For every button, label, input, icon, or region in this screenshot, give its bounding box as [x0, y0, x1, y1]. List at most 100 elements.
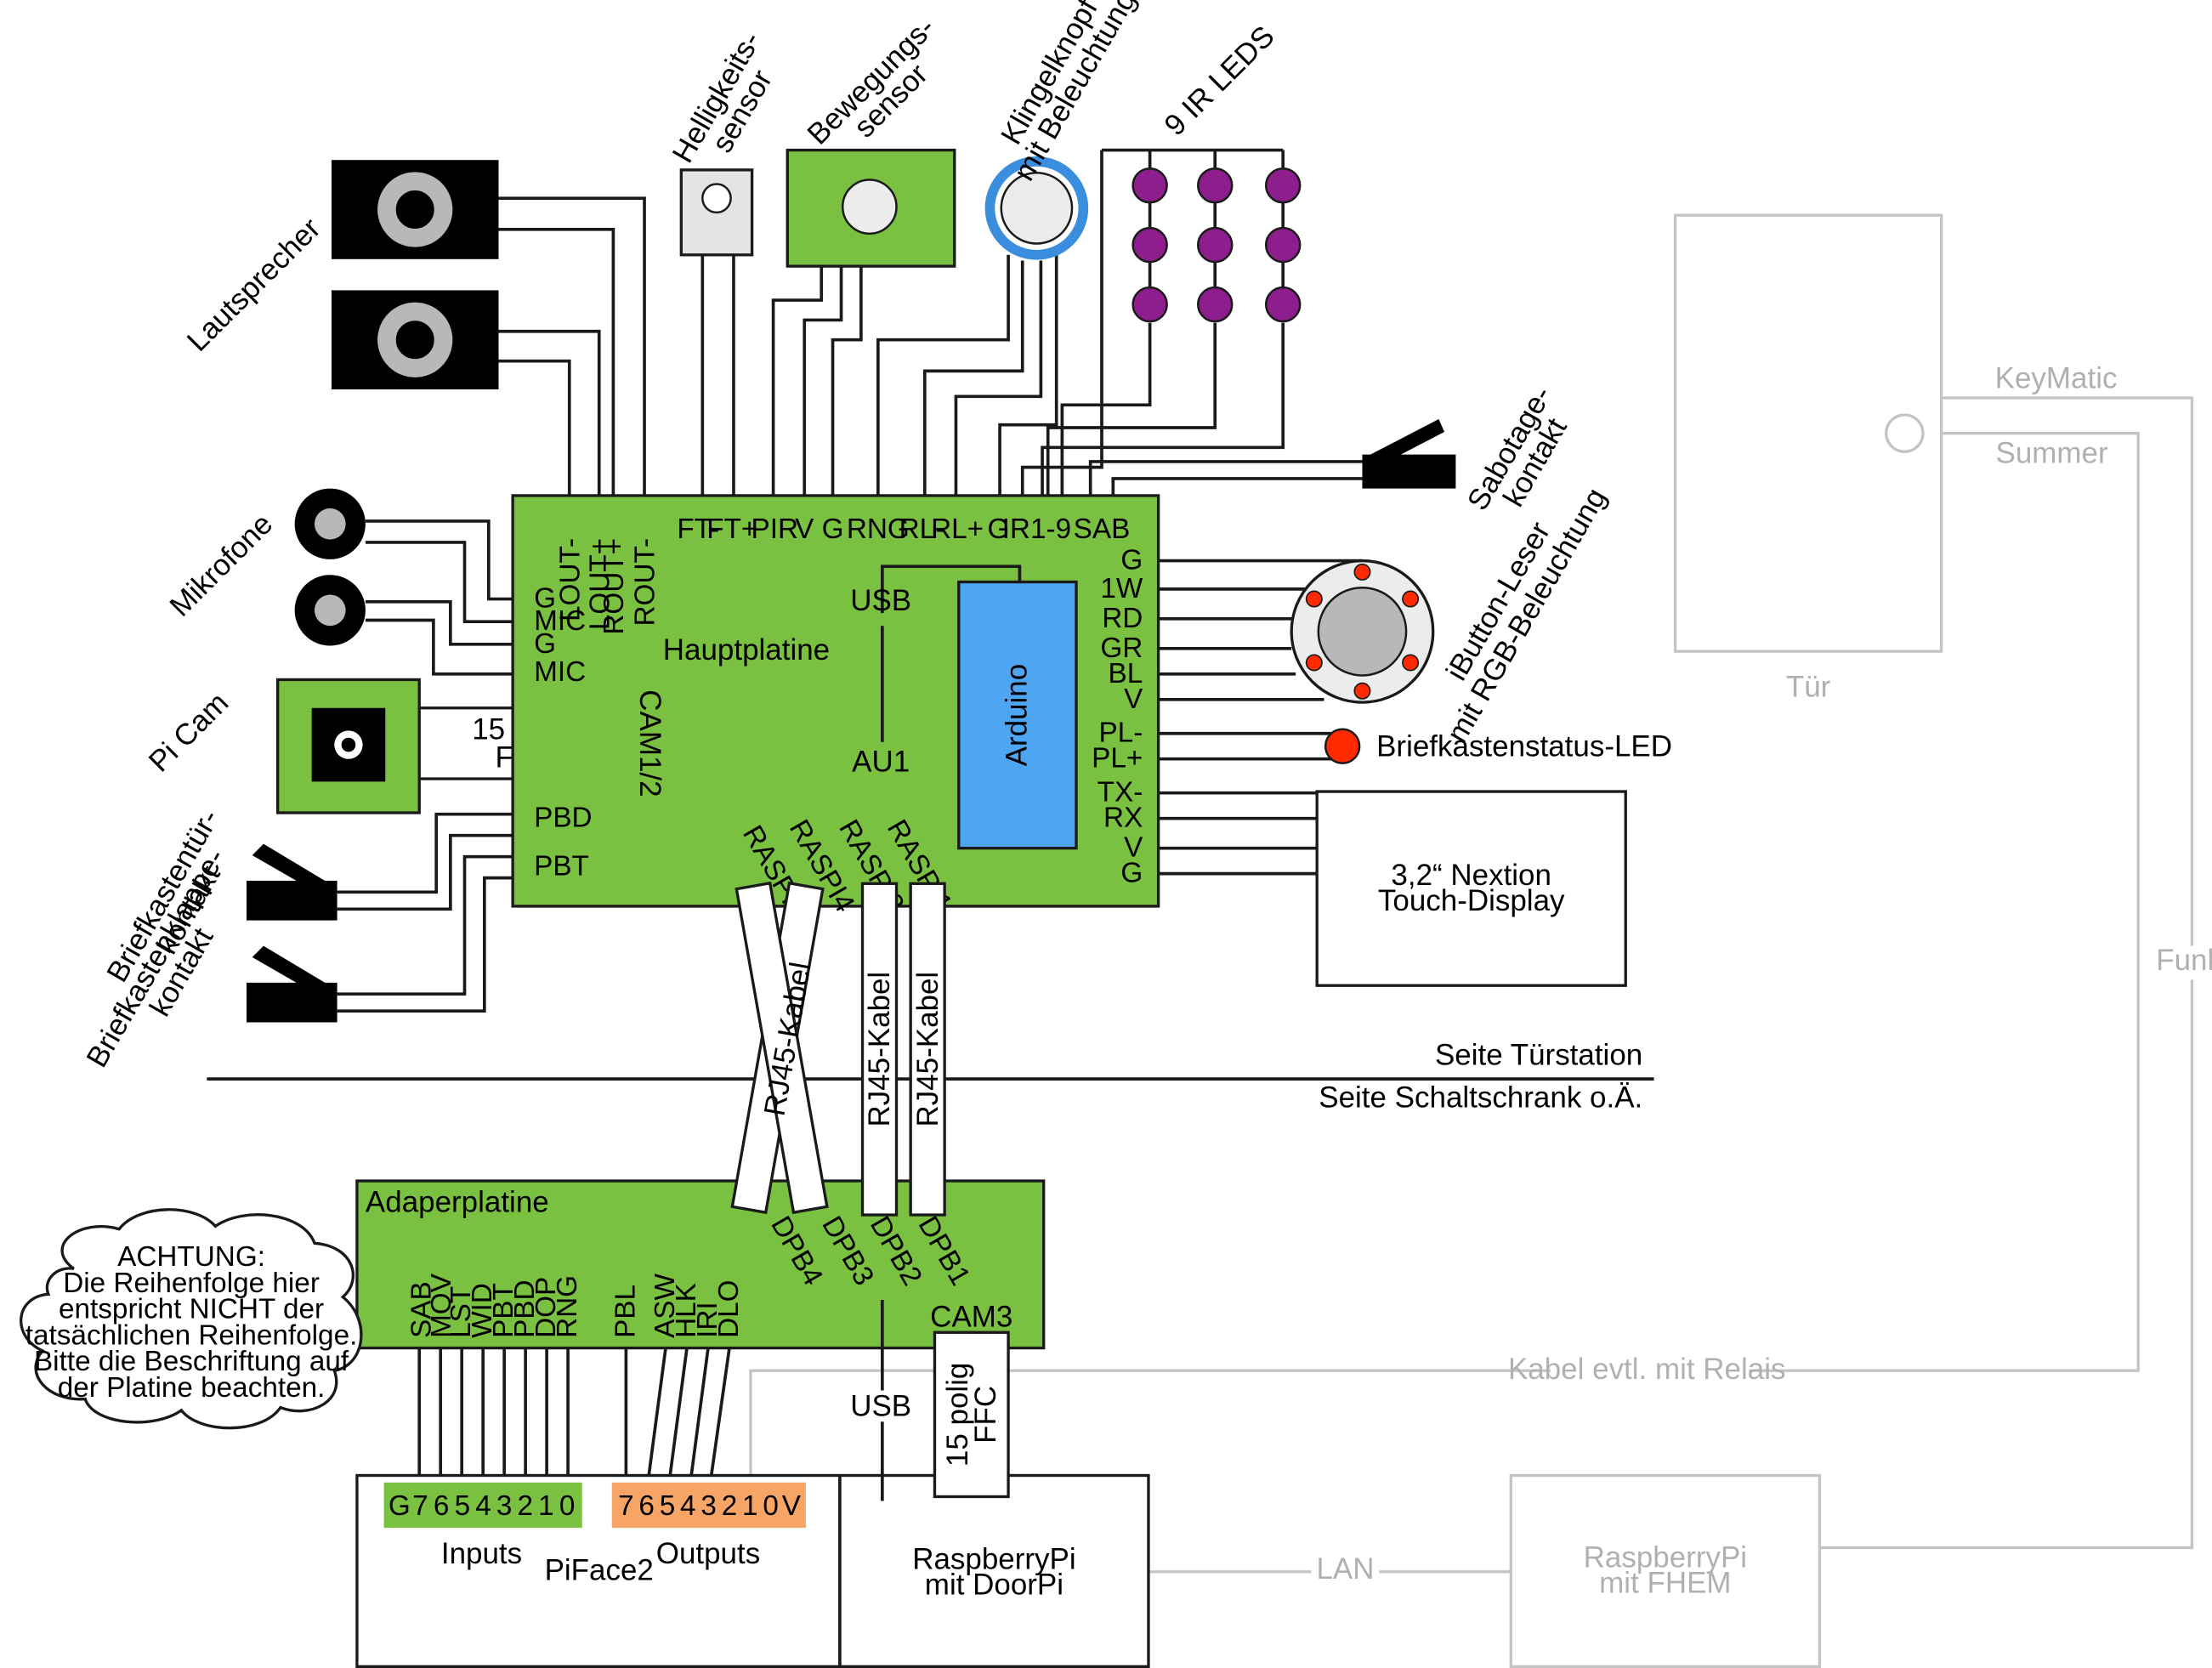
main-right-pin: V	[1124, 832, 1143, 864]
ffc2-line2: FFC	[969, 1386, 1002, 1444]
raspberry-fhem-box	[1509, 1473, 1822, 1668]
raspberry-fhem-line1: RaspberryPi	[1584, 1541, 1747, 1574]
adapter-pin: HLK	[671, 1283, 702, 1338]
status-led-icon	[1324, 728, 1361, 764]
ibutton-reader: iButton-Leser mit RGB-Beleuchtung	[1290, 483, 1613, 748]
light-sensor: Helligkeits- sensor	[666, 26, 779, 257]
piface-label: PiFace2	[545, 1554, 654, 1587]
adapter-pin: ASW	[649, 1274, 681, 1338]
ffc2-line1: 15 polig	[941, 1363, 974, 1467]
usb-top-label: USB	[850, 584, 911, 617]
adapter-board-label: Adaperplatine	[366, 1186, 549, 1219]
usb-bottom-label: USB	[850, 1390, 911, 1423]
raspberry-doorpi-line2: mit DoorPi	[925, 1568, 1063, 1601]
arduino-label: Arduino	[1001, 664, 1034, 767]
motion-sensor-icon	[786, 148, 956, 268]
left-wires	[337, 519, 513, 1013]
output-pin: 1	[742, 1490, 758, 1522]
main-top-pin: V	[795, 513, 814, 545]
main-top-pin: RL+	[931, 513, 984, 545]
adapter-pin: RNG	[552, 1275, 583, 1338]
main-left-pin: PBD	[534, 803, 592, 834]
mailbox-status-led: Briefkastenstatus-LED	[1324, 728, 1672, 764]
rj45-cables: RJ45-Kabel RJ45-Kabel RJ45-Kabel	[730, 881, 946, 1217]
main-top-pin: IR1-9	[1002, 513, 1071, 545]
door-side-label: Seite Türstation	[1435, 1038, 1642, 1071]
motion-sensor: Bewegungs- sensor	[786, 11, 956, 268]
main-right-pin: TX-	[1097, 777, 1143, 808]
input-pin: 4	[475, 1490, 491, 1522]
main-left-pin: G	[534, 583, 556, 615]
main-top-pin: SAB	[1074, 513, 1131, 545]
right-wires	[1158, 559, 1363, 876]
door-lock-icon	[1885, 413, 1925, 453]
input-pin: G	[389, 1490, 411, 1522]
adapter-pin: SAB	[406, 1281, 438, 1338]
main-top-pin: G	[822, 513, 844, 545]
cam3-label: CAM3	[930, 1301, 1012, 1334]
output-pin: 5	[660, 1490, 676, 1522]
rj45-label-raspi2: RJ45-Kabel	[863, 972, 896, 1127]
main-right-pin: BL	[1109, 658, 1143, 689]
au1-label: AU1	[852, 746, 910, 779]
main-top-pin: RL-	[899, 513, 945, 545]
cam12-label: CAM1/2	[633, 689, 666, 797]
output-pin: 2	[722, 1490, 738, 1522]
input-pin: 2	[518, 1490, 534, 1522]
pi-cam-label: Pi Cam	[143, 686, 235, 779]
adapter-pin: PBL	[610, 1285, 641, 1338]
main-top-pin: LOUT+	[584, 538, 615, 630]
adapter-pin: WID	[467, 1283, 498, 1338]
main-top-pin: G	[987, 513, 1009, 545]
ir-leds: 9 IR LEDS	[1132, 20, 1302, 323]
output-pin: V	[782, 1490, 802, 1522]
inputs-terminal	[383, 1482, 582, 1529]
input-pin: 5	[455, 1490, 471, 1522]
input-pin: 6	[434, 1490, 450, 1522]
outputs-label: Outputs	[656, 1537, 760, 1570]
main-right-pin: 1W	[1100, 573, 1143, 604]
warning-text-line: ACHTUNG:	[117, 1241, 265, 1273]
warning-cloud-shape	[20, 1208, 363, 1430]
main-right-pin: PL-	[1098, 718, 1143, 749]
display-box	[1315, 790, 1627, 987]
adapter-pin: PBT	[488, 1283, 519, 1338]
relay-cable-label: Kabel evtl. mit Relais	[1508, 1353, 1786, 1386]
main-top-pin: ROUT-	[630, 538, 661, 627]
raspberry-doorpi-line1: RaspberryPi	[912, 1542, 1075, 1575]
main-board: Hauptplatine Arduino USB AU1 CAM1/2 LOUT…	[511, 494, 1160, 923]
main-top-pin: FT-	[677, 513, 719, 545]
mailbox-contacts: Briefkastentür- kontakt Briefkastenklapp…	[80, 803, 337, 1073]
adapter-pin: DOP	[530, 1277, 562, 1338]
raspberry-fhem-line2: mit FHEM	[1599, 1567, 1731, 1600]
adapter-pin: IRI	[692, 1302, 723, 1338]
rj45-cable-raspi4	[734, 881, 829, 1215]
nextion-display: 3,2“ Nextion Touch-Display	[1315, 790, 1627, 987]
cabinet-side-label: Seite Schaltschrank o.Ä.	[1319, 1081, 1642, 1114]
ffc-cable-cam3	[933, 1330, 1010, 1499]
status-led-label: Briefkastenstatus-LED	[1376, 729, 1672, 763]
main-top-pin: RNG	[847, 513, 910, 545]
input-pin: 3	[496, 1490, 513, 1522]
door-system: Tür KeyMatic Summer Funk Kabel evtl. mit…	[749, 213, 2212, 1668]
output-pin: 7	[618, 1490, 634, 1522]
main-board-label: Hauptplatine	[663, 633, 830, 667]
main-left-pin: MIC	[534, 605, 586, 637]
output-pin: 3	[700, 1490, 717, 1522]
warning-text-line: Die Reihenfolge hier	[63, 1268, 320, 1299]
inputs-label: Inputs	[441, 1537, 522, 1570]
arduino-box	[957, 580, 1078, 850]
rgb-led-icon	[1305, 563, 1420, 700]
warning-text-line: entspricht NICHT der	[59, 1294, 324, 1325]
adapter-pin: LST	[445, 1286, 477, 1338]
main-right-pin: G	[1120, 545, 1143, 576]
input-pin: 1	[538, 1490, 554, 1522]
door-label: Tür	[1786, 670, 1831, 703]
